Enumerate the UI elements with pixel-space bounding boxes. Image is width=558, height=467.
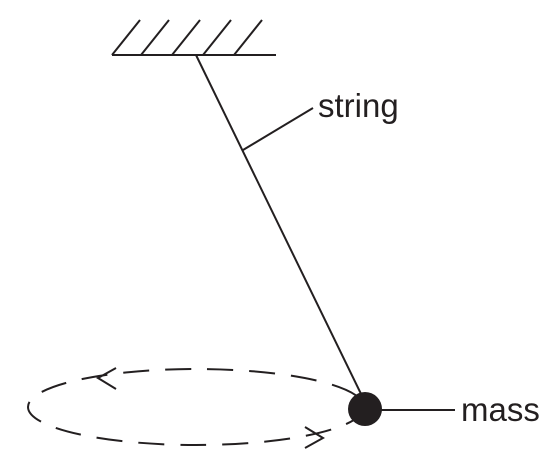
direction-arrow-top [96, 367, 117, 390]
pendulum-string [195, 54, 364, 399]
ceiling-hatching [111, 19, 263, 56]
pendulum-mass [348, 392, 382, 426]
string-label: string [318, 87, 399, 124]
direction-arrow-bottom [304, 426, 325, 449]
ceiling-support [111, 19, 276, 56]
circular-path [27, 368, 365, 446]
string-leader-line [242, 107, 314, 151]
mass-label: mass [461, 391, 540, 428]
